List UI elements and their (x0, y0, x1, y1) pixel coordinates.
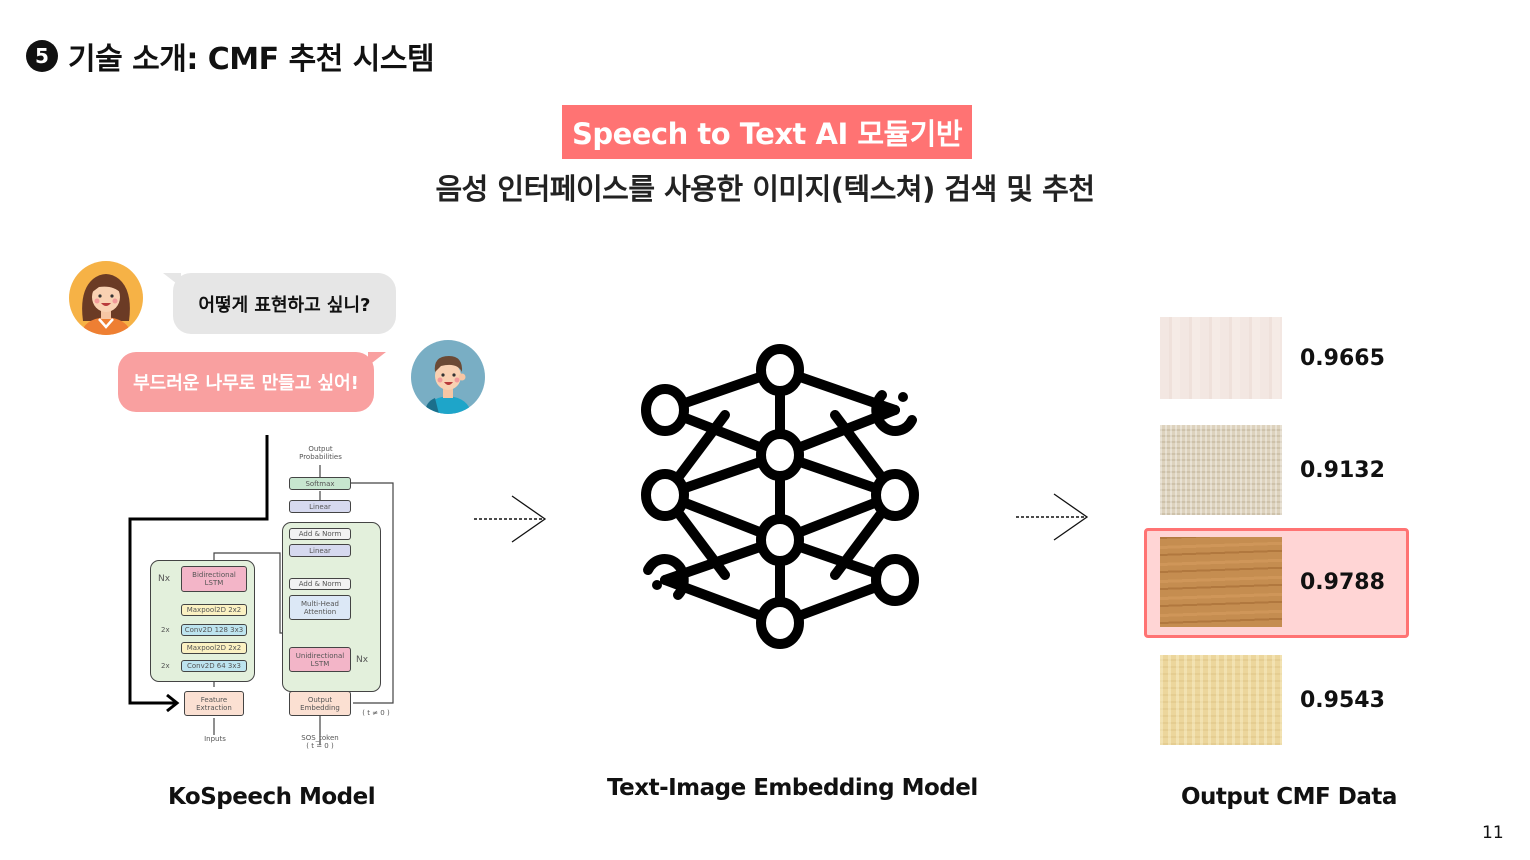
encoder-repeat-label: Nx (158, 574, 171, 584)
feedback-condition-label: ( t ≠ 0 ) (362, 709, 390, 717)
sos-condition-label: ( t = 0 ) (306, 742, 334, 750)
linear-inner-block: Linear (289, 544, 351, 557)
feature-extraction-block: Feature Extraction (184, 691, 244, 716)
decoder-repeat-label: Nx (356, 655, 369, 665)
neural-network-icon (641, 344, 919, 649)
texture-swatch-yellow-papyrus (1160, 655, 1282, 745)
question-bubble: 어떻게 표현하고 싶니? (163, 273, 396, 334)
texture-swatch-light-pink-wood (1160, 317, 1282, 399)
unidirectional-lstm-block: Unidirectional LSTM (289, 647, 351, 672)
result-item[interactable]: 0.9665 (1160, 316, 1400, 400)
page-number: 11 (1482, 823, 1504, 843)
softmax-block: Softmax (289, 477, 351, 490)
subtitle: 음성 인터페이스를 사용한 이미지(텍스쳐) 검색 및 추천 (435, 172, 1095, 206)
slide-title: 기술 소개: CMF 추천 시스템 (68, 42, 435, 77)
kospeech-architecture-diagram: Nx Bidirectional LSTM Maxpool2D 2x2 2x C… (125, 435, 410, 755)
similarity-score: 0.9543 (1300, 687, 1385, 713)
kospeech-caption: KoSpeech Model (168, 784, 376, 810)
result-item[interactable]: 0.9788 (1160, 537, 1400, 627)
texture-swatch-beige-linen (1160, 425, 1282, 515)
question-text: 어떻게 표현하고 싶니? (198, 294, 371, 316)
woman-avatar-icon (81, 274, 131, 335)
highlight-banner: Speech to Text AI 모듈기반 (562, 105, 972, 159)
add-norm-block-1: Add & Norm (289, 528, 351, 540)
result-item[interactable]: 0.9543 (1160, 655, 1400, 745)
maxpool-block: Maxpool2D 2x2 (181, 604, 247, 616)
flow-arrow-icon (474, 495, 547, 543)
linear-top-block: Linear (289, 500, 351, 513)
inputs-label: Inputs (204, 735, 226, 743)
embedding-caption: Text-Image Embedding Model (607, 775, 978, 801)
sos-token-label: SOS_token (301, 734, 339, 742)
conv2d-64-block: Conv2D 64 3x3 (181, 660, 247, 672)
man-avatar (411, 340, 485, 414)
man-avatar-icon (425, 356, 471, 414)
highlight-text: Speech to Text AI 모듈기반 (571, 117, 963, 151)
conv2d-128-block: Conv2D 128 3x3 (181, 624, 247, 636)
texture-swatch-oak-wood (1160, 537, 1282, 627)
similarity-score: 0.9665 (1300, 345, 1385, 371)
answer-bubble: 부드러운 나무로 만들고 싶어! (118, 352, 386, 412)
step-number-badge: 5 (26, 40, 58, 72)
output-probabilities-label: Output Probabilities (299, 445, 342, 461)
output-caption: Output CMF Data (1181, 784, 1397, 810)
bidirectional-lstm-block: Bidirectional LSTM (181, 566, 247, 592)
similarity-score: 0.9788 (1300, 569, 1385, 595)
similarity-score: 0.9132 (1300, 457, 1385, 483)
output-embedding-block: Output Embedding (289, 691, 351, 716)
add-norm-block-2: Add & Norm (289, 578, 351, 590)
flow-arrow-icon (1016, 493, 1089, 541)
maxpool-block: Maxpool2D 2x2 (181, 642, 247, 654)
result-item[interactable]: 0.9132 (1160, 425, 1400, 515)
conv-repeat-label: 2x (161, 626, 170, 634)
answer-text: 부드러운 나무로 만들고 싶어! (133, 373, 359, 394)
multi-head-attention-block: Multi-Head Attention (289, 595, 351, 620)
slide-header: 5 기술 소개: CMF 추천 시스템 (26, 34, 435, 78)
conv-repeat-label: 2x (161, 662, 170, 670)
woman-avatar (69, 261, 143, 335)
